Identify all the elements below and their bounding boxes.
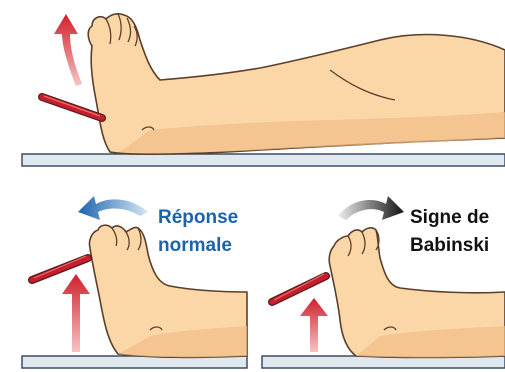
stimulus-rod-top	[42, 96, 102, 118]
flexion-arrow-normal	[78, 196, 148, 220]
upward-arrow-top	[54, 14, 82, 86]
panel-divider	[0, 180, 505, 188]
upward-arrow-babinski	[300, 298, 328, 352]
stimulus-rod-babinski	[272, 274, 326, 302]
babinski-sign-panel: Signe de Babinski	[262, 196, 505, 368]
stimulus-rod-normal	[32, 256, 88, 280]
top-panel-leg	[22, 14, 505, 166]
extension-arrow-babinski	[338, 196, 404, 220]
babinski-label-line2: Babinski	[410, 235, 489, 256]
normal-response-panel: Réponse normale	[22, 196, 247, 368]
normal-response-label-line2: normale	[158, 235, 232, 256]
normal-response-label-line1: Réponse	[158, 207, 238, 228]
babinski-label-line1: Signe de	[410, 207, 489, 228]
upward-arrow-normal	[62, 274, 90, 352]
exam-table-top	[22, 154, 505, 166]
